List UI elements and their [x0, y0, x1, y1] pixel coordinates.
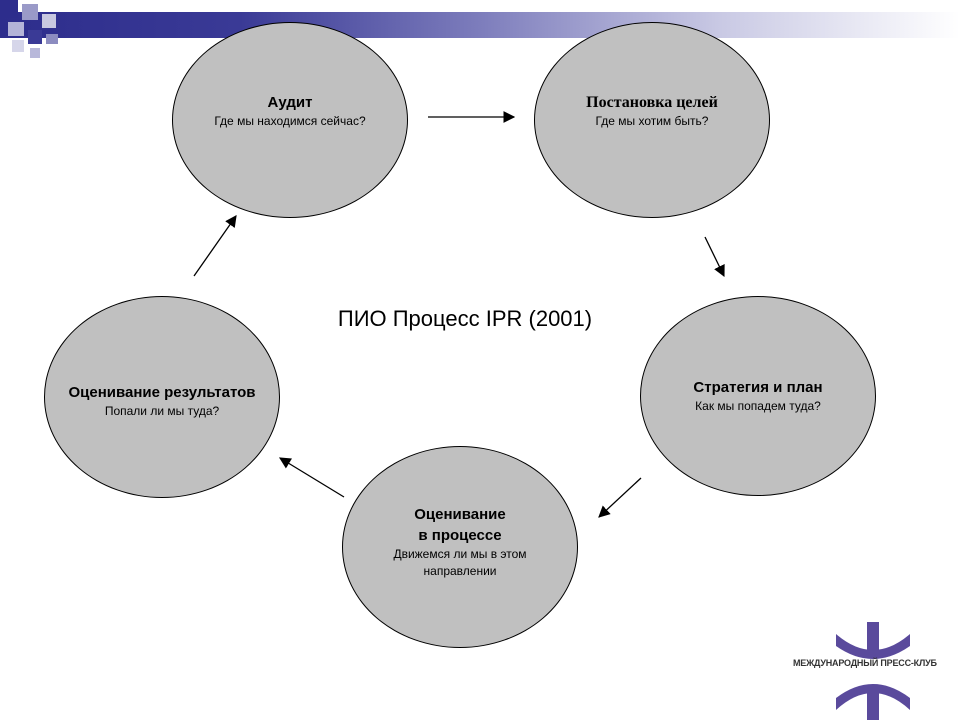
decor-square: [30, 48, 40, 58]
node-strategy-title: Стратегия и план: [693, 379, 823, 396]
node-process: Оценивание в процессе Движемся ли мы в э…: [342, 446, 578, 648]
node-audit-title: Аудит: [267, 94, 313, 111]
node-process-subtitle: Движемся ли мы в этом направлении: [393, 547, 527, 578]
node-strategy-subtitle: Как мы попадем туда?: [695, 399, 821, 413]
decor-square: [28, 30, 42, 44]
decor-square: [22, 4, 38, 20]
header-band: [0, 12, 960, 38]
arrow-strategy-to-process: [598, 477, 642, 518]
arrow-process-to-results: [279, 457, 345, 498]
node-goals-title: Постановка целей: [586, 94, 718, 111]
node-goals-subtitle: Где мы хотим быть?: [595, 114, 709, 128]
decor-square: [8, 22, 24, 36]
decor-square: [12, 40, 24, 52]
node-audit: Аудит Где мы находимся сейчас?: [172, 22, 408, 218]
press-club-logo-text: МЕЖДУНАРОДНЫЙ ПРЕСС-КЛУБ: [793, 658, 937, 668]
decor-square: [0, 0, 18, 18]
arrow-results-to-audit: [193, 215, 237, 277]
node-strategy: Стратегия и план Как мы попадем туда?: [640, 296, 876, 496]
press-club-logo: [836, 622, 910, 720]
node-goals: Постановка целей Где мы хотим быть?: [534, 22, 770, 218]
node-process-title: Оценивание в процессе: [414, 506, 506, 544]
diagram-title: ПИО Процесс IPR (2001): [337, 306, 593, 331]
decor-square: [42, 14, 56, 28]
node-results: Оценивание результатов Попали ли мы туда…: [44, 296, 280, 498]
node-audit-subtitle: Где мы находимся сейчас?: [214, 114, 366, 128]
node-results-subtitle: Попали ли мы туда?: [104, 404, 220, 418]
decor-square: [46, 34, 58, 44]
node-results-title: Оценивание результатов: [68, 384, 256, 401]
arrow-goals-to-strategy: [704, 236, 725, 278]
